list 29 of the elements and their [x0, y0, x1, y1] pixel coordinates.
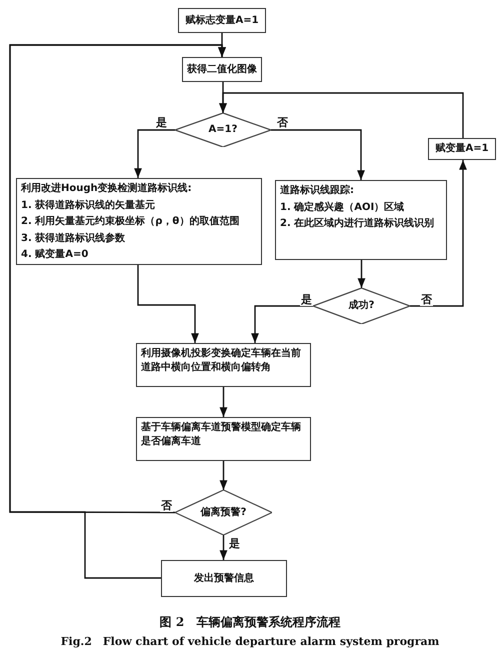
edge-label: 是	[300, 294, 313, 306]
arrow	[251, 305, 313, 343]
process-box: 利用摄像机投影变换确定车辆在当前道路中横向位置和横向偏转角	[136, 343, 311, 387]
decision-diamond: 偏离预警?	[175, 490, 272, 535]
arrow	[137, 265, 199, 343]
arrow	[410, 160, 467, 307]
decision-diamond: A=1?	[175, 113, 271, 147]
arrow	[220, 535, 228, 560]
process-box: 发出预警信息	[161, 560, 287, 597]
process-box: 赋标志变量A=1	[178, 8, 266, 33]
figure-caption: 图 2 车辆偏离预警系统程序流程	[158, 614, 342, 631]
edge-label: 否	[276, 117, 289, 130]
arrow	[219, 92, 464, 138]
decision-diamond: 成功?	[313, 288, 410, 324]
edge-label: 否	[420, 294, 433, 306]
arrow	[220, 461, 228, 490]
process-box: 获得二值化图像	[182, 57, 262, 82]
figure-caption-english: Fig.2 Flow chart of vehicle departure alarm system program	[60, 634, 440, 649]
arrow	[358, 260, 366, 288]
process-box: 基于车辆偏离车道预警模型确定车辆是否偏离车道	[136, 417, 311, 461]
arrow	[271, 129, 365, 180]
edge-label: 是	[228, 538, 241, 550]
edge-label: 否	[160, 500, 173, 512]
process-box: 利用改进Hough变换检测道路标识线: 1. 获得道路标识线的矢量基元 2. 利用矢量基元约束极坐标（ρ，θ）的取值范围 3. 获得道路标识线参数 4. 赋变量A=0	[16, 178, 262, 265]
process-box: 赋变量A=1	[428, 138, 496, 160]
edge-label: 是	[155, 117, 168, 130]
arrow	[134, 129, 175, 178]
process-box: 道路标识线跟踪: 1. 确定感兴趣（AOI）区域 2. 在此区域内进行道路标识线识别	[275, 180, 447, 260]
arrow	[220, 387, 228, 417]
